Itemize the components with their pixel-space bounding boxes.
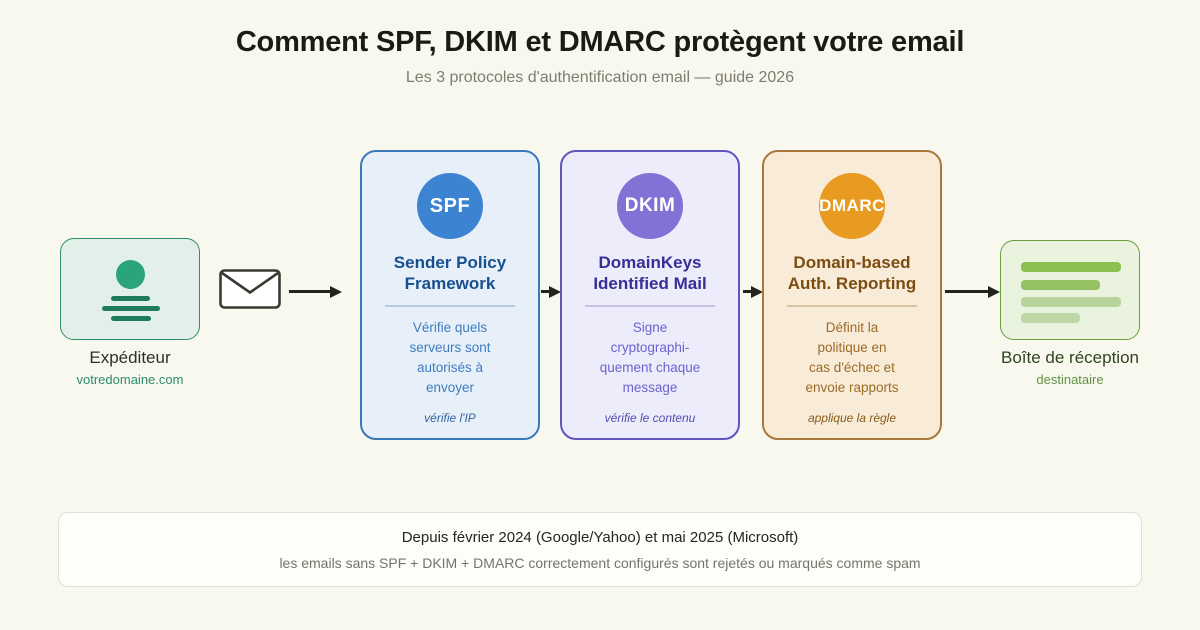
dkim-badge-icon: DKIM	[617, 173, 683, 239]
dmarc-badge-label: DMARC	[819, 196, 885, 215]
dmarc-card: DMARC Domain-based Auth. Reporting Défin…	[762, 150, 942, 440]
person-line-shape	[111, 316, 151, 321]
spf-badge-label: SPF	[429, 194, 471, 217]
person-line-shape	[111, 296, 150, 301]
dmarc-title: Domain-based Auth. Reporting	[787, 253, 917, 293]
inbox-sublabel: destinataire	[1036, 372, 1104, 387]
dmarc-description: Définit la politique en cas d'échec et e…	[805, 320, 899, 395]
dkim-description: Signe cryptographi- quement chaque messa…	[599, 320, 701, 395]
sender-domain: votredomaine.com	[76, 372, 184, 387]
spf-title: Sender Policy Framework	[393, 253, 507, 293]
arrow-dkim-to-dmarc-icon	[743, 290, 751, 293]
dkim-divider	[585, 305, 715, 307]
arrow-dmarc-to-inbox-icon	[945, 290, 988, 293]
inbox-bar-shape	[1021, 262, 1121, 272]
inbox-card	[1000, 240, 1140, 340]
spf-note: vérifie l'IP	[424, 411, 476, 425]
envelope-icon	[219, 269, 281, 314]
spf-divider	[385, 305, 515, 307]
arrow-spf-to-dkim-icon	[541, 290, 549, 293]
footer-note-box: Depuis février 2024 (Google/Yahoo) et ma…	[58, 512, 1142, 587]
inbox-label: Boîte de réception	[1001, 348, 1139, 367]
dkim-title: DomainKeys Identified Mail	[593, 253, 707, 293]
arrow-sender-to-spf-icon	[289, 290, 330, 293]
inbox-bar-shape	[1021, 313, 1080, 323]
sender-label: Expéditeur	[89, 348, 171, 367]
footer-line-1: Depuis février 2024 (Google/Yahoo) et ma…	[401, 529, 799, 546]
dkim-note: vérifie le contenu	[604, 411, 696, 425]
page-subtitle: Les 3 protocoles d'authentification emai…	[405, 69, 795, 86]
inbox-bar-shape	[1021, 297, 1121, 307]
person-head-shape	[116, 260, 145, 289]
page-title: Comment SPF, DKIM et DMARC protègent vot…	[235, 26, 965, 58]
inbox-bar-shape	[1021, 280, 1100, 290]
footer-line-2: les emails sans SPF + DKIM + DMARC corre…	[279, 555, 921, 571]
spf-badge-icon: SPF	[417, 173, 483, 239]
dkim-badge-label: DKIM	[624, 195, 676, 216]
dkim-card: DKIM DomainKeys Identified Mail Signe cr…	[560, 150, 740, 440]
spf-description: Vérifie quels serveurs sont autorisés à …	[409, 320, 491, 395]
person-line-shape	[102, 306, 160, 311]
spf-card: SPF Sender Policy Framework Vérifie quel…	[360, 150, 540, 440]
dmarc-divider	[787, 305, 917, 307]
person-icon	[61, 239, 199, 339]
dmarc-note: applique la règle	[807, 411, 897, 425]
inbox-list-icon	[1001, 241, 1139, 339]
dmarc-badge-icon: DMARC	[819, 173, 885, 239]
sender-card	[60, 238, 200, 340]
